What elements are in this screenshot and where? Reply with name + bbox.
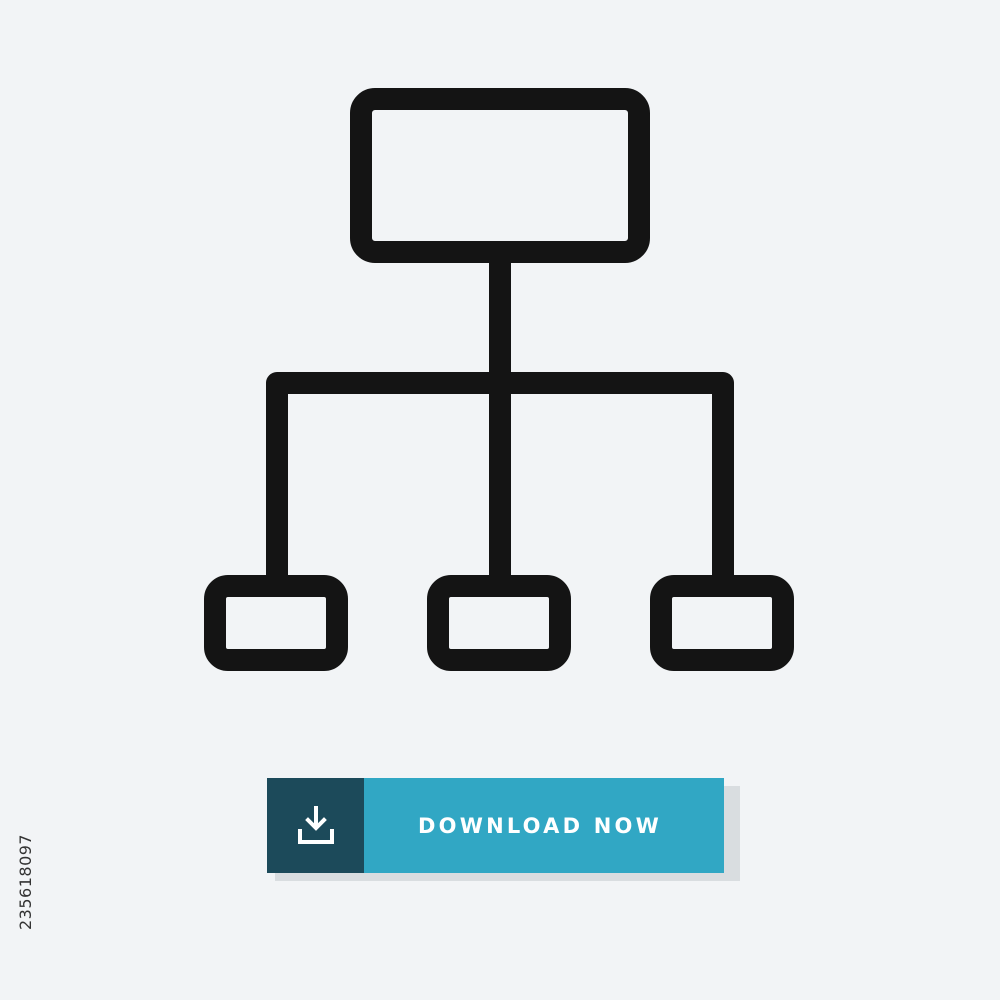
- child-node-right: [650, 575, 794, 671]
- download-label-box: DOWNLOAD NOW: [364, 778, 724, 873]
- hierarchy-structure-icon: [204, 88, 794, 671]
- root-node-box: [350, 88, 650, 263]
- child-node-left: [204, 575, 348, 671]
- stock-id-label: 235618097: [16, 833, 35, 930]
- child-node-center: [427, 575, 571, 671]
- download-now-button[interactable]: DOWNLOAD NOW: [267, 778, 724, 873]
- download-button-wrapper: DOWNLOAD NOW: [267, 778, 740, 881]
- download-now-label: DOWNLOAD NOW: [418, 813, 662, 838]
- download-icon-box: [267, 778, 364, 873]
- download-tray-icon: [297, 805, 334, 844]
